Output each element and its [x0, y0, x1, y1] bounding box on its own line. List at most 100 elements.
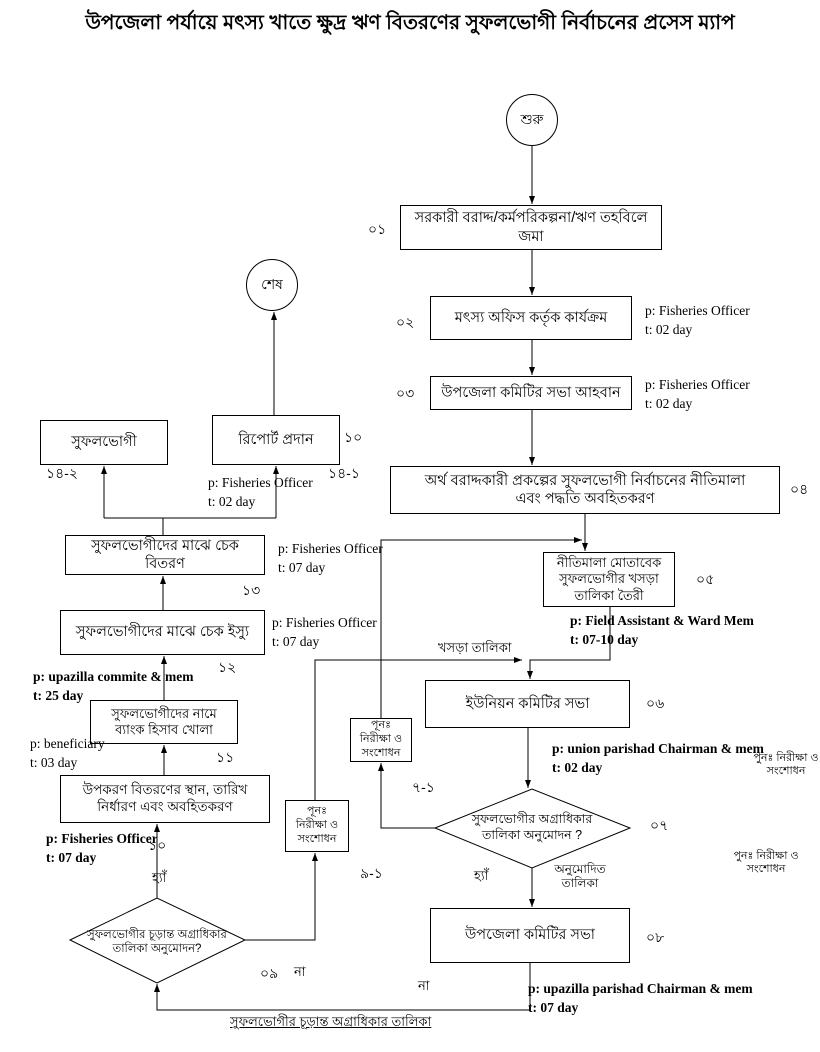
step-06-box: ইউনিয়ন কমিটির সভা	[425, 680, 630, 728]
step-11-label: সুফলভোগীদের নামে ব্যাংক হিসাব খোলা	[111, 705, 217, 737]
step-14-1-label: রিপোর্ট প্রদান	[238, 431, 314, 448]
decision-09-no-label: না	[294, 964, 306, 979]
step-10-person: p: Fisheries Officer	[46, 831, 158, 846]
step-14-1-time: t: 02 day	[208, 493, 256, 509]
step-05-person: p: Field Assistant & Ward Mem	[570, 613, 754, 628]
step-11-annotation: p: beneficiary t: 03 day	[30, 735, 105, 773]
step-12-number: ১২	[218, 659, 237, 675]
step-12-person-2: p: upazilla commite & mem	[33, 669, 194, 684]
step-05-number: ০৫	[696, 571, 715, 587]
step-14-2-sub-number: ১৪-২	[46, 465, 78, 481]
step-10-box: উপকরণ বিতরণের স্থান, তারিখ নির্ধারণ এবং …	[60, 775, 270, 823]
step-14-1-person: p: Fisheries Officer	[208, 475, 313, 490]
step-02-number: ০২	[396, 314, 415, 330]
review-7-1-label: পূনঃ নিরীক্ষা ও সংশোধন	[359, 719, 403, 759]
review-9-1-number: ৯-১	[360, 865, 383, 881]
step-03-annotation: p: Fisheries Officer t: 02 day	[645, 376, 750, 414]
step-08-number: ০৮	[646, 929, 665, 945]
page-title: উপজেলা পর্যায়ে মৎস্য খাতে ক্ষুদ্র ঋণ বি…	[85, 12, 735, 34]
step-13-number: ১৩	[242, 582, 261, 598]
step-02-label: মৎস্য অফিস কর্তৃক কার্যক্রম	[454, 309, 608, 326]
review-7-1-box: পূনঃ নিরীক্ষা ও সংশোধন	[350, 718, 412, 762]
step-02-person: p: Fisheries Officer	[645, 303, 750, 318]
decision-07-shape	[433, 788, 632, 869]
step-05-label: নীতিমালা মোতাবেক সুফলভোগীর খসড়া তালিকা …	[556, 555, 662, 603]
connector-review91-to-draftline	[314, 657, 522, 800]
decision-09-number: ০৯	[260, 965, 279, 981]
start-terminal: শুরু	[506, 94, 558, 146]
step-01-number: ০১	[368, 221, 387, 237]
step-04-box: অর্থ বরাদ্দকারী প্রকল্পের সুফলভোগী নির্ব…	[390, 466, 780, 514]
step-14-1-annotation: p: Fisheries Officer t: 02 day	[208, 474, 313, 512]
step-11-time: t: 03 day	[30, 754, 78, 770]
decision-09-yes-label: হ্যাঁ	[152, 870, 167, 885]
step-08-box: উপজেলা কমিটির সভা	[430, 908, 630, 963]
decision-07-yes-note: অনুমোদিত তালিকা	[554, 862, 606, 891]
end-terminal: শেষ	[246, 259, 298, 311]
step-10-label: উপকরণ বিতরণের স্থান, তারিখ নির্ধারণ এবং …	[82, 782, 248, 814]
step-03-box: উপজেলা কমিটির সভা আহবান	[430, 376, 632, 410]
review-9-1-label: পূনঃ নিরীক্ষা ও সংশোধন	[295, 805, 339, 845]
step-13-person: p: Fisheries Officer	[278, 541, 383, 556]
step-05-time: t: 07-10 day	[570, 631, 639, 647]
step-12-person: p: Fisheries Officer	[272, 615, 377, 630]
step-02-annotation: p: Fisheries Officer t: 02 day	[645, 302, 750, 340]
step-11-number: ১১	[216, 749, 235, 765]
step-13-annotation: p: Fisheries Officer t: 07 day	[278, 540, 383, 578]
step-06-person: p: union parishad Chairman & mem	[552, 741, 764, 756]
step-08-label: উপজেলা কমিটির সভা	[465, 927, 595, 944]
step-10-annotation: p: Fisheries Officer t: 07 day	[46, 830, 158, 868]
step-13-label: সুফলভোগীদের মাঝে চেক বিতরণ	[91, 537, 239, 572]
step-13-box: সুফলভোগীদের মাঝে চেক বিতরণ	[65, 535, 265, 575]
connector-08-to-09	[154, 963, 531, 1011]
step-14-2-label: সুফলভোগী	[71, 434, 137, 451]
connector-review71-to-05	[380, 537, 582, 718]
step-06-time: t: 02 day	[552, 759, 603, 775]
review-7-1-number: ৭-১	[412, 779, 435, 795]
step-11-box: সুফলভোগীদের নামে ব্যাংক হিসাব খোলা	[90, 700, 238, 744]
step-14-1-sub-number: ১৪-১	[328, 465, 360, 481]
review-9-1-box: পূনঃ নিরীক্ষা ও সংশোধন	[285, 800, 349, 852]
decision-09-label: সুফলভোগীর চূড়ান্ত অগ্রাধিকার তালিকা অনু…	[87, 928, 227, 955]
step-12-annotation-2: p: upazilla commite & mem t: 25 day	[33, 668, 193, 706]
draft-list-flow-label: খসড়া তালিকা	[438, 640, 512, 655]
step-14-2-box: সুফলভোগী	[40, 420, 168, 465]
step-08-person: p: upazilla parishad Chairman & mem	[528, 981, 753, 996]
step-14-1-box: রিপোর্ট প্রদান	[212, 415, 340, 465]
final-list-flow-label: সুফলভোগীর চূড়ান্ত অগ্রাধিকার তালিকা	[230, 1014, 432, 1029]
step-06-annotation: p: union parishad Chairman & mem t: 02 d…	[552, 740, 764, 778]
step-02-box: মৎস্য অফিস কর্তৃক কার্যক্রম	[430, 296, 632, 340]
step-08-annotation: p: upazilla parishad Chairman & mem t: 0…	[528, 980, 753, 1018]
step-11-person: p: beneficiary	[30, 736, 105, 751]
step-12-label: সুফলভোগীদের মাঝে চেক ইস্যু	[75, 624, 250, 641]
step-12-annotation: p: Fisheries Officer t: 07 day	[272, 614, 377, 652]
step-02-time: t: 02 day	[645, 321, 693, 337]
decision-09-shape	[68, 897, 247, 984]
step-12-time-2: t: 25 day	[33, 687, 84, 703]
start-terminal-label: শুরু	[520, 111, 544, 127]
decision-07-yes-label: হ্যাঁ	[474, 868, 489, 883]
decision-07-number: ০৭	[650, 817, 669, 833]
end-terminal-label: শেষ	[261, 276, 283, 292]
step-14-1-number: ১০	[344, 429, 363, 445]
step-04-number: ০৪	[790, 481, 809, 497]
step-12-time: t: 07 day	[272, 633, 320, 649]
step-05-annotation: p: Field Assistant & Ward Mem t: 07-10 d…	[570, 612, 754, 650]
no-flow-label-bottom: না	[418, 978, 430, 993]
step-01-label: সরকারী বরাদ্দ/কর্মপরিকল্পনা/ঋণ তহবিলে জম…	[414, 210, 648, 245]
step-05-box: নীতিমালা মোতাবেক সুফলভোগীর খসড়া তালিকা …	[543, 552, 675, 607]
step-08-time: t: 07 day	[528, 999, 579, 1015]
recheck-note-right-1: পুনঃ নিরীক্ষা ও সংশোধন	[753, 752, 819, 778]
step-03-label: উপজেলা কমিটির সভা আহবান	[441, 384, 621, 401]
connector-09-to-review91	[245, 853, 318, 941]
step-06-number: ০৬	[646, 695, 665, 711]
step-01-box: সরকারী বরাদ্দ/কর্মপরিকল্পনা/ঋণ তহবিলে জম…	[400, 205, 662, 250]
recheck-note-right-2: পুনঃ নিরীক্ষা ও সংশোধন	[733, 850, 799, 876]
decision-07-label: সুফলভোগীর অগ্রাধিকার তালিকা অনুমোদন ?	[471, 812, 593, 842]
connector-05-to-06	[527, 607, 611, 679]
step-10-number: ১০	[148, 837, 167, 853]
step-04-label: অর্থ বরাদ্দকারী প্রকল্পের সুফলভোগী নির্ব…	[424, 472, 746, 507]
step-06-label: ইউনিয়ন কমিটির সভা	[465, 695, 590, 712]
